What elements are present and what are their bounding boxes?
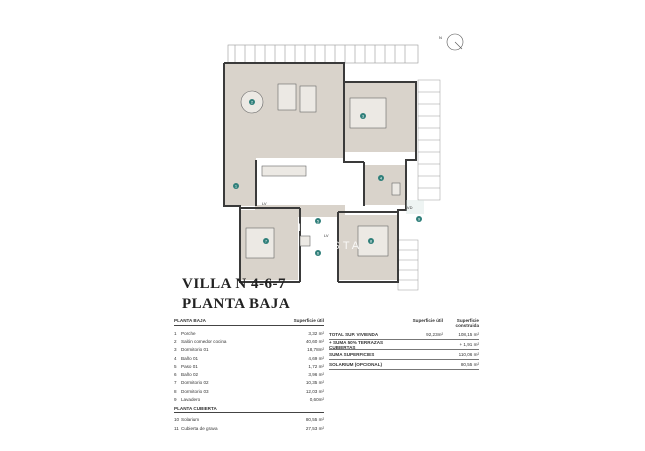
label-lv-2: LV — [324, 233, 329, 238]
room-marker-6 — [315, 250, 321, 256]
col-header-util: Superficie útil — [412, 318, 443, 323]
rooms-table-header: PLANTA BAJA Superficie útil — [174, 318, 324, 326]
room-marker-7 — [263, 238, 269, 244]
svg-text:8: 8 — [370, 239, 373, 244]
room-marker-4 — [378, 175, 384, 181]
totals-table: Superficie útil Superficie construida TO… — [329, 318, 479, 370]
terraces — [406, 200, 424, 214]
section-planta-cubierta: PLANTA CUBIERTA — [174, 406, 324, 413]
pergola — [227, 44, 419, 64]
label-lv-1: LV — [262, 201, 267, 206]
table-row: + SUMA 50% TERRAZAS CUBIERTAS+ 1,91 m² — [329, 339, 479, 350]
room-marker-1 — [233, 183, 239, 189]
col-header-util: Superficie útil — [293, 318, 324, 323]
north-arrow-icon — [446, 33, 464, 51]
table-row: SOLARIUM (OPCIONAL)80,55 m² — [329, 360, 479, 370]
svg-text:4: 4 — [380, 176, 383, 181]
room-marker-3 — [360, 113, 366, 119]
watermark-line1: IMMO — [298, 222, 340, 234]
svg-text:7: 7 — [265, 239, 268, 244]
svg-text:6: 6 — [317, 251, 320, 256]
stairs — [397, 79, 441, 291]
watermark-line2: COSTA — [310, 240, 363, 252]
totals-table-header: Superficie útil Superficie construida — [329, 318, 479, 330]
room-marker-2 — [249, 99, 255, 105]
section-planta-baja: PLANTA BAJA — [174, 318, 206, 323]
title-villa: VILLA N 4-6-7 — [182, 276, 287, 292]
svg-text:5: 5 — [317, 219, 320, 224]
svg-text:2: 2 — [251, 100, 254, 105]
room-marker-5 — [315, 218, 321, 224]
room-marker-9 — [416, 216, 422, 222]
room-markers: 1 2 3 4 5 6 7 8 9 — [233, 99, 422, 256]
title-planta: PLANTA BAJA — [182, 296, 291, 312]
svg-text:3: 3 — [362, 114, 365, 119]
north-label: N — [439, 35, 442, 40]
svg-text:1: 1 — [235, 184, 238, 189]
room-marker-8 — [368, 238, 374, 244]
col-header-construida: Superficie construida — [455, 318, 479, 328]
label-lvd: LVD — [405, 205, 413, 210]
furniture — [240, 83, 401, 259]
svg-text:9: 9 — [418, 217, 421, 222]
